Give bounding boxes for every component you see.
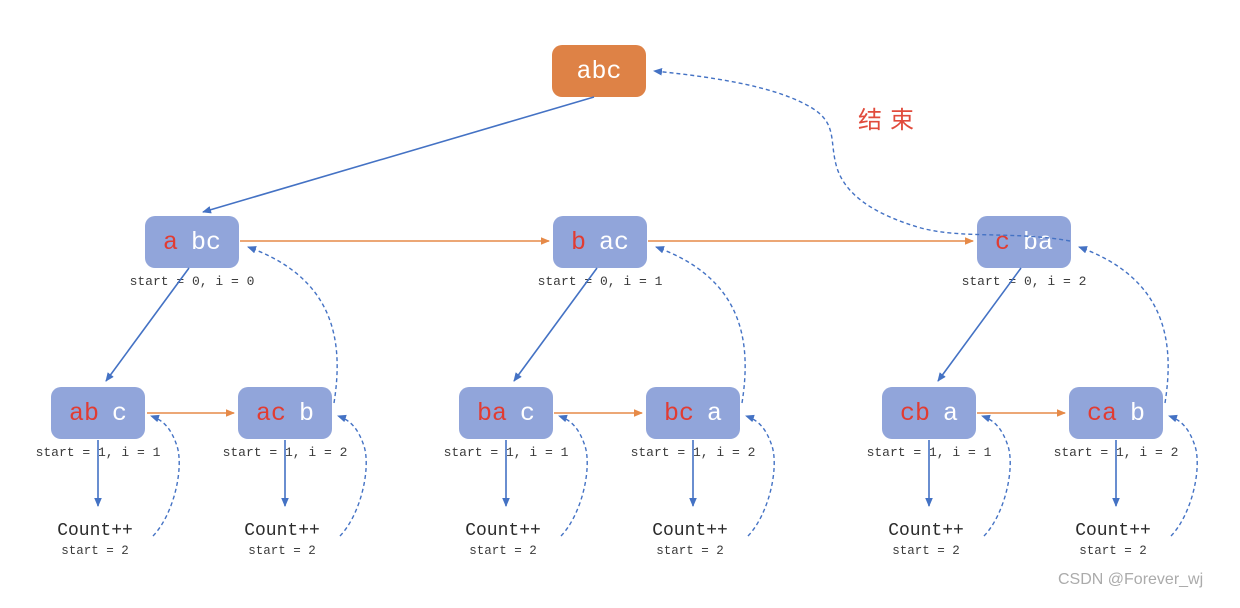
- node-cb-a: cb a: [882, 387, 976, 439]
- return-count-to-cb-a: [981, 414, 1011, 537]
- node-label-fixed: c: [994, 227, 1010, 257]
- caption-bc-a: start = 1, i = 2: [630, 445, 756, 460]
- node-a-bc: a bc: [145, 216, 239, 268]
- node-label-fixed: ac: [255, 398, 286, 428]
- node-label-rest: ba: [1023, 227, 1054, 257]
- caption-cb-a: start = 1, i = 1: [866, 445, 992, 460]
- node-ba-c: ba c: [459, 387, 553, 439]
- watermark: CSDN @Forever_wj: [1058, 571, 1204, 588]
- node-label-fixed: b: [570, 227, 586, 257]
- caption-a-bc: start = 0, i = 0: [129, 274, 255, 289]
- leaf-count-3: Count++ start = 2: [423, 521, 583, 558]
- return-ac-b-to-a-bc: [247, 246, 338, 404]
- node-label-rest: b: [299, 398, 315, 428]
- node-bc-a: bc a: [646, 387, 740, 439]
- arrow-root-to-a-bc: [202, 96, 595, 214]
- count-label: Count++: [652, 521, 728, 541]
- caption-ba-c: start = 1, i = 1: [443, 445, 569, 460]
- count-caption: start = 2: [1079, 544, 1147, 558]
- count-caption: start = 2: [469, 544, 537, 558]
- count-caption: start = 2: [61, 544, 129, 558]
- caption-ac-b: start = 1, i = 2: [222, 445, 348, 460]
- leaf-count-5: Count++ start = 2: [846, 521, 1006, 558]
- node-label-fixed: ba: [476, 398, 507, 428]
- node-ac-b: ac b: [238, 387, 332, 439]
- node-label-rest: a: [707, 398, 723, 428]
- count-label: Count++: [57, 521, 133, 541]
- return-bc-a-to-b-ac: [655, 246, 746, 404]
- node-label-fixed: a: [162, 227, 178, 257]
- node-label-rest: bc: [191, 227, 222, 257]
- count-label: Count++: [244, 521, 320, 541]
- return-count-to-ab-c: [150, 414, 180, 537]
- node-ab-c: ab c: [51, 387, 145, 439]
- count-label: Count++: [465, 521, 541, 541]
- node-label: abc: [576, 56, 622, 86]
- leaf-count-4: Count++ start = 2: [610, 521, 770, 558]
- node-label-fixed: cb: [899, 398, 930, 428]
- node-label-rest: b: [1130, 398, 1146, 428]
- caption-ca-b: start = 1, i = 2: [1053, 445, 1179, 460]
- node-ca-b: ca b: [1069, 387, 1163, 439]
- count-caption: start = 2: [248, 544, 316, 558]
- leaf-count-1: Count++ start = 2: [15, 521, 175, 558]
- count-label: Count++: [888, 521, 964, 541]
- count-caption: start = 2: [656, 544, 724, 558]
- leaf-count-2: Count++ start = 2: [202, 521, 362, 558]
- node-label-rest: c: [520, 398, 536, 428]
- node-b-ac: b ac: [553, 216, 647, 268]
- count-caption: start = 2: [892, 544, 960, 558]
- node-label-rest: a: [943, 398, 959, 428]
- node-label-rest: c: [112, 398, 128, 428]
- node-label-fixed: ca: [1086, 398, 1117, 428]
- return-count-to-ca-b: [1168, 414, 1198, 537]
- return-ca-b-to-c-ba: [1078, 246, 1169, 404]
- end-label: 结束: [858, 106, 922, 134]
- leaf-count-6: Count++ start = 2: [1033, 521, 1193, 558]
- node-label-fixed: bc: [663, 398, 694, 428]
- node-c-ba: c ba: [977, 216, 1071, 268]
- count-label: Count++: [1075, 521, 1151, 541]
- node-root-abc: abc: [552, 45, 646, 97]
- node-label-rest: ac: [599, 227, 630, 257]
- caption-c-ba: start = 0, i = 2: [961, 274, 1087, 289]
- return-count-to-ba-c: [558, 414, 588, 537]
- node-label-fixed: ab: [68, 398, 99, 428]
- caption-ab-c: start = 1, i = 1: [35, 445, 161, 460]
- return-count-to-bc-a: [745, 414, 775, 537]
- caption-b-ac: start = 0, i = 1: [537, 274, 663, 289]
- return-count-to-ac-b: [337, 414, 367, 537]
